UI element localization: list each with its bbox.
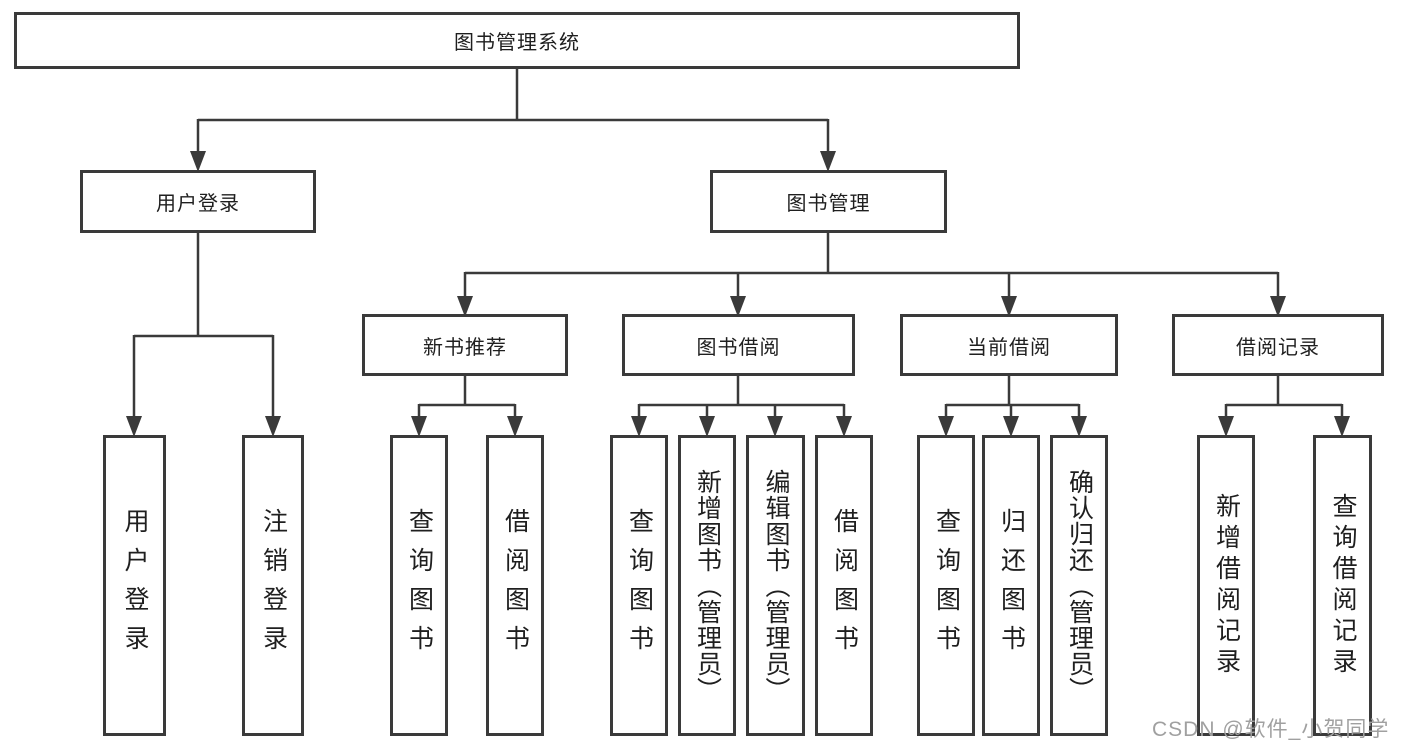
leaf-borrow-add-book-admin: 新增图书（管理员） <box>678 435 736 736</box>
connector-root-to-level2 <box>196 69 830 157</box>
node-new-book-recommend: 新书推荐 <box>362 314 568 376</box>
connector-userlogin-to-leaves <box>132 233 275 422</box>
leaf-borrow-edit-book-admin: 编辑图书（管理员） <box>746 435 805 736</box>
leaf-borrow-query-book: 查询图书 <box>610 435 668 736</box>
node-borrow-records: 借阅记录 <box>1172 314 1384 376</box>
node-label: 借阅图书 <box>501 507 530 664</box>
leaf-current-return-book: 归还图书 <box>982 435 1040 736</box>
csdn-watermark: CSDN @软件_小贺同学 <box>1152 718 1390 741</box>
leaf-current-confirm-return-admin: 确认归还（管理员） <box>1050 435 1108 736</box>
leaf-recommend-query-book: 查询图书 <box>390 435 448 736</box>
node-label: 用户登录 <box>156 193 240 215</box>
node-label: 查询图书 <box>625 507 654 664</box>
node-label: 图书借阅 <box>696 336 781 359</box>
node-label: 确认归还（管理员） <box>1065 468 1094 703</box>
node-label: 编辑图书（管理员） <box>762 468 790 703</box>
leaf-user-login: 用户登录 <box>103 435 166 736</box>
node-label: 借阅记录 <box>1236 336 1320 359</box>
node-label: 用户登录 <box>121 507 149 664</box>
node-label: 注销登录 <box>259 507 288 664</box>
node-root-library-system: 图书管理系统 <box>14 12 1020 69</box>
leaf-records-query-record: 查询借阅记录 <box>1313 435 1372 736</box>
connector-bookmgmt-to-level3 <box>463 233 1280 301</box>
leaf-borrow-borrow-book: 借阅图书 <box>815 435 873 736</box>
connector-recommend-to-leaves <box>417 376 517 422</box>
node-label: 图书管理 <box>786 193 871 215</box>
node-label: 当前借阅 <box>967 336 1051 359</box>
leaf-recommend-borrow-book: 借阅图书 <box>486 435 544 736</box>
leaf-current-query-book: 查询图书 <box>917 435 975 736</box>
node-label: 查询借阅记录 <box>1329 492 1357 679</box>
node-user-login: 用户登录 <box>80 170 316 233</box>
node-label: 新增借阅记录 <box>1212 492 1241 679</box>
node-label: 归还图书 <box>997 507 1026 664</box>
connector-current-to-leaves <box>944 376 1081 422</box>
leaf-records-add-record: 新增借阅记录 <box>1197 435 1255 736</box>
node-label: 查询图书 <box>932 507 961 664</box>
node-label: 新增图书（管理员） <box>693 468 722 703</box>
connector-records-to-leaves <box>1224 376 1344 422</box>
node-label: 图书管理系统 <box>454 32 580 54</box>
node-label: 借阅图书 <box>830 507 859 664</box>
node-label: 查询图书 <box>405 507 434 664</box>
leaf-logout: 注销登录 <box>242 435 304 736</box>
node-book-management: 图书管理 <box>710 170 947 233</box>
node-label: 新书推荐 <box>423 336 507 359</box>
node-current-borrow: 当前借阅 <box>900 314 1118 376</box>
node-book-borrow: 图书借阅 <box>622 314 855 376</box>
connector-borrow-to-leaves <box>637 376 846 422</box>
